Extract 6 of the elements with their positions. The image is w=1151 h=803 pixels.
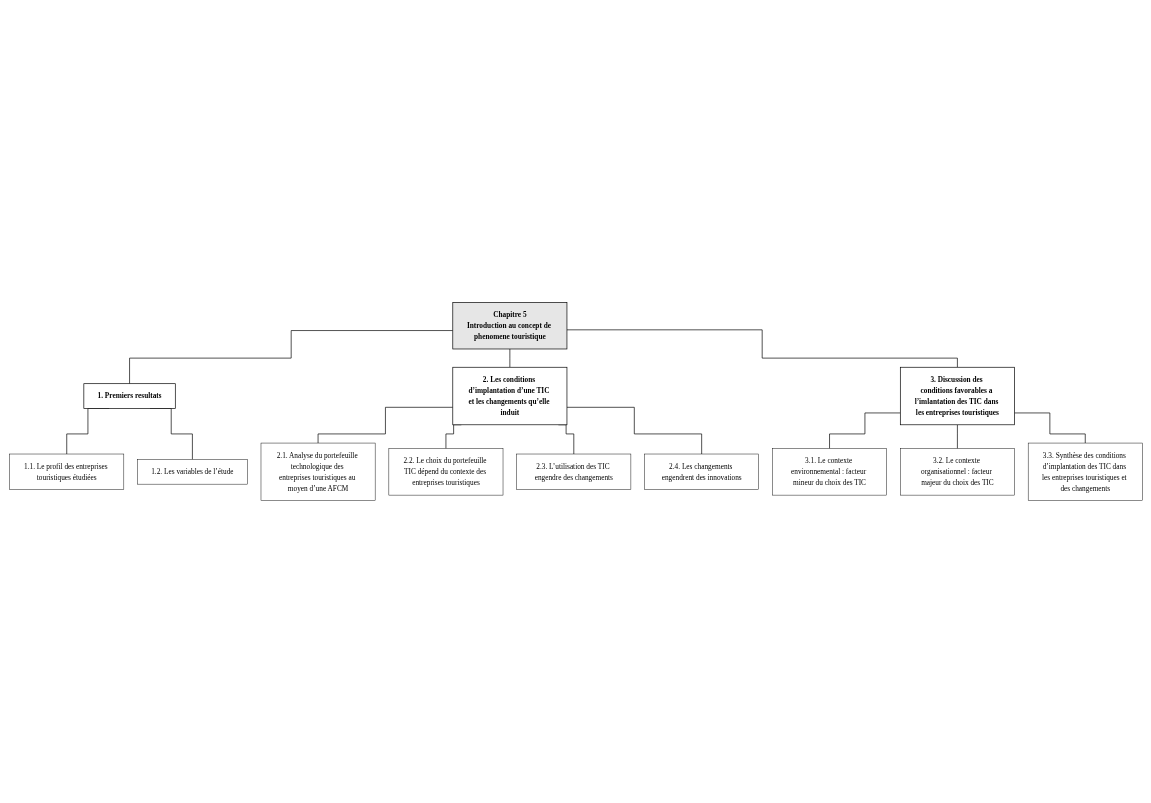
connector (1013, 412, 1086, 444)
connector (566, 406, 702, 455)
connector (317, 406, 453, 444)
connector (956, 424, 958, 449)
connector (828, 412, 901, 449)
connector (128, 330, 453, 385)
